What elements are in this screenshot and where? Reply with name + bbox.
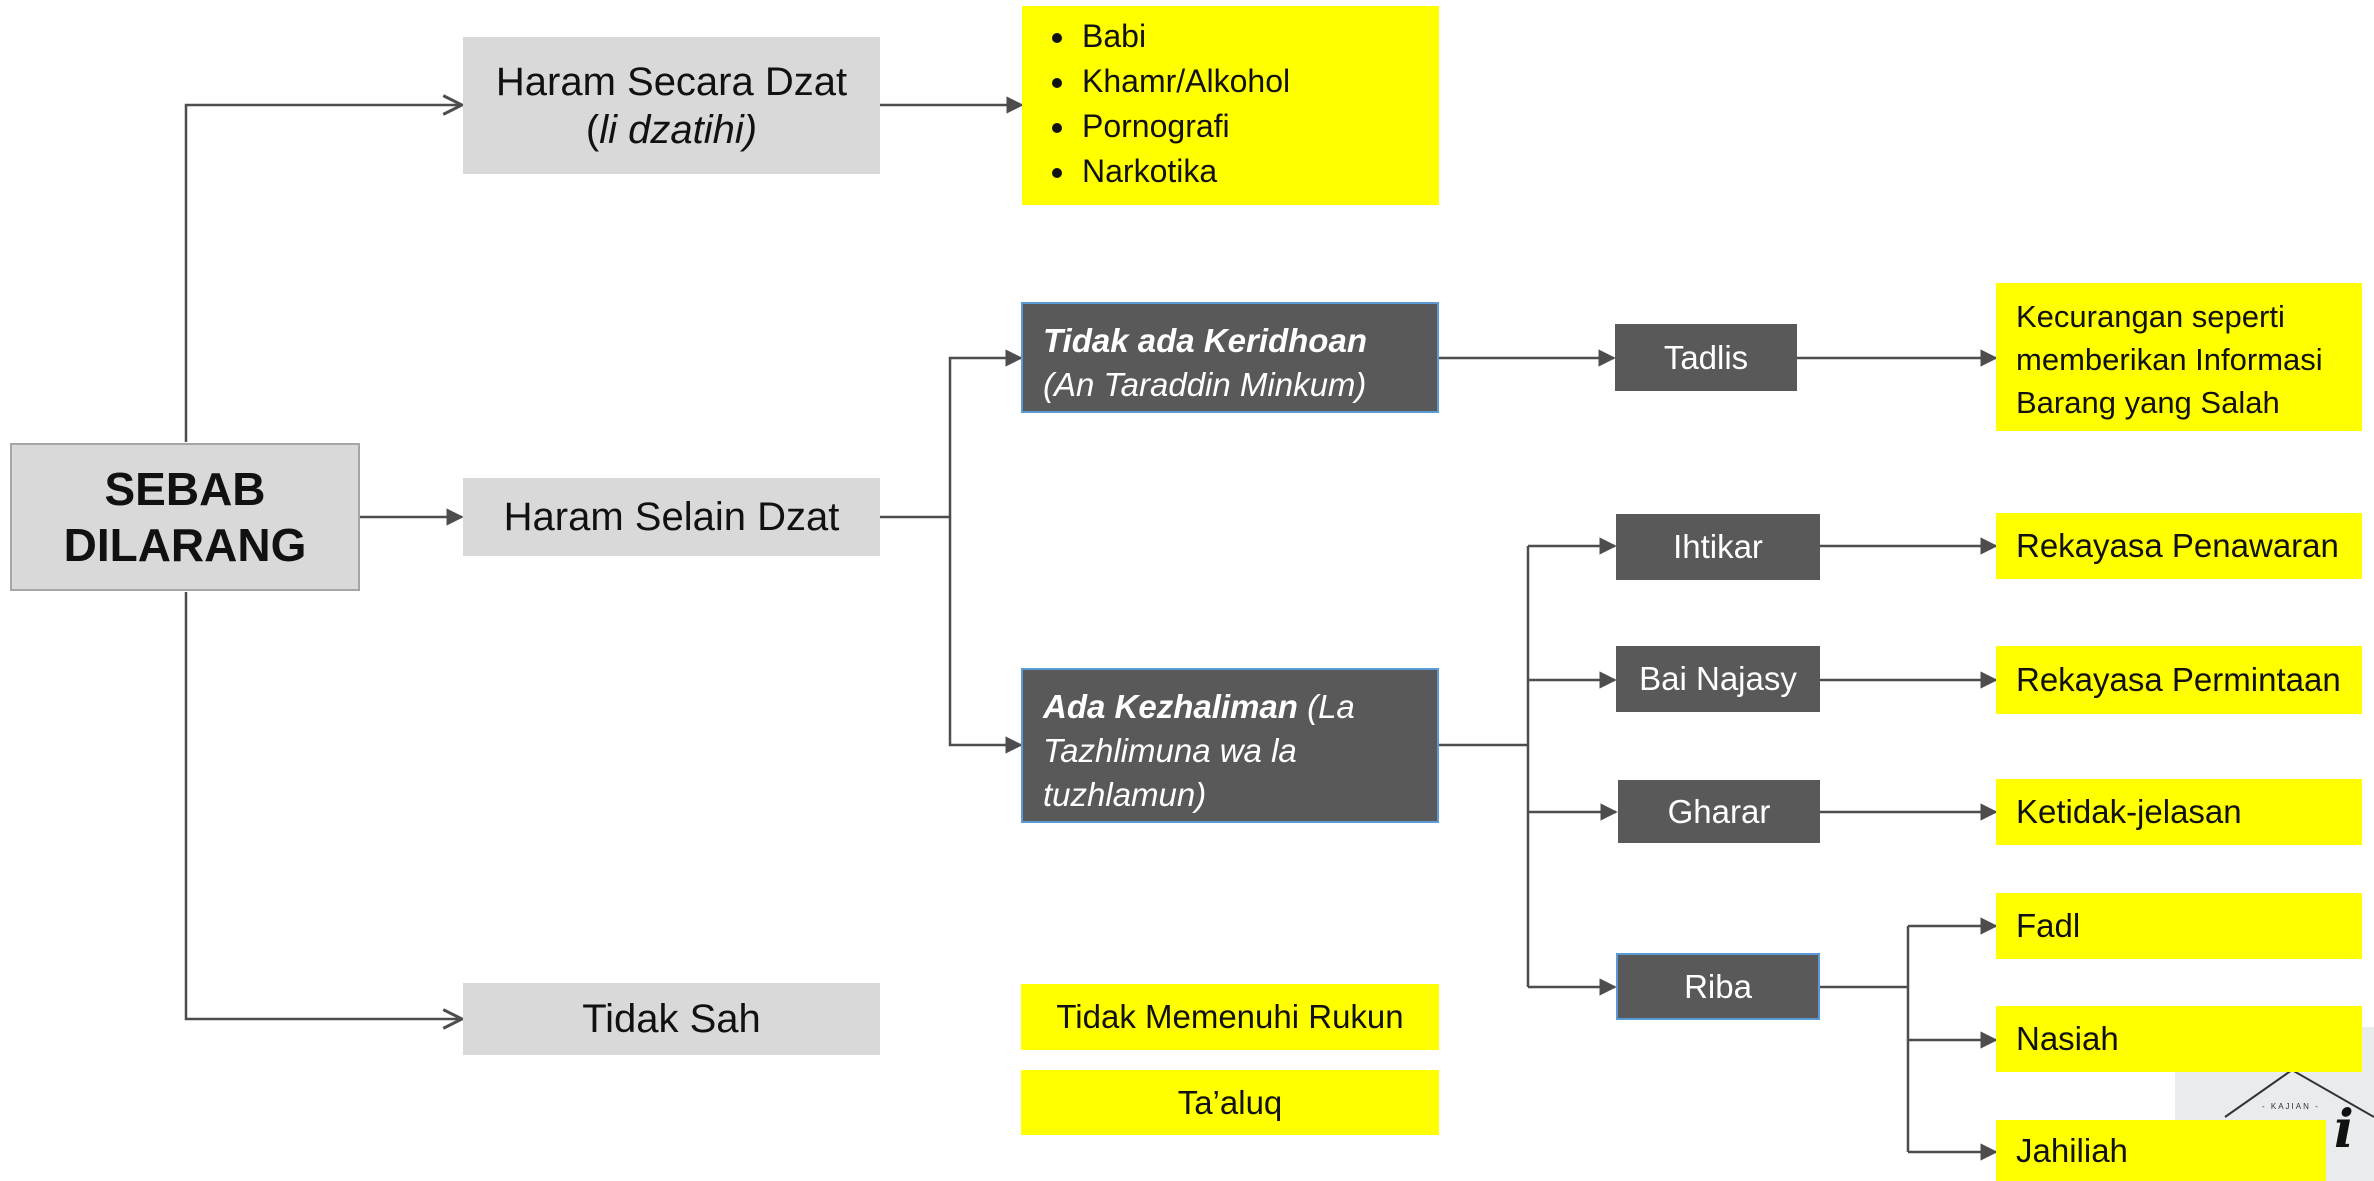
taaluq-box: Ta’aluq <box>1021 1070 1439 1135</box>
taaluq-label: Ta’aluq <box>1177 1083 1283 1121</box>
kezhaliman-node: Ada Kezhaliman (La Tazhlimuna wa la tuzh… <box>1021 668 1439 823</box>
tadlis-desc-line: Barang yang Salah <box>2016 385 2280 420</box>
logo-tag: - KAJIAN - <box>2262 1102 2320 1111</box>
gharar-desc: Ketidak-jelasan <box>2016 793 2242 830</box>
ihtikar-label: Ihtikar <box>1673 528 1763 565</box>
root-label-line1: SEBAB <box>104 463 266 515</box>
jahiliah-box: Jahiliah <box>1996 1120 2326 1181</box>
connector-selain-split <box>880 349 1023 519</box>
ihtikar-desc: Rekayasa Penawaran <box>2016 527 2339 564</box>
kezhaliman-subtitle: (La Tazhlimuna wa la tuzhlamun) <box>1043 687 1355 813</box>
jahiliah-label: Jahiliah <box>2016 1131 2128 1169</box>
nasiah-label: Nasiah <box>2016 1020 2119 1057</box>
tadlis-node: Tadlis <box>1615 324 1797 391</box>
haram-selain-node: Haram Selain Dzat <box>463 478 880 556</box>
list-item: Babi <box>1078 14 1439 59</box>
tidak-sah-node: Tidak Sah <box>463 983 880 1055</box>
tidak-memenuhi-rukun-label: Tidak Memenuhi Rukun <box>1056 998 1404 1035</box>
bai-najasy-desc: Rekayasa Permintaan <box>2016 661 2341 698</box>
fadl-label: Fadl <box>2016 907 2081 944</box>
bai-najasy-desc-box: Rekayasa Permintaan <box>1996 646 2362 714</box>
tadlis-label: Tadlis <box>1663 338 1749 376</box>
connector-root-haram-dzat <box>184 105 462 442</box>
tadlis-desc-line: Kecurangan seperti <box>2016 299 2285 334</box>
haram-dzat-label: Haram Secara Dzat <box>495 59 848 104</box>
kezhaliman-title: Ada Kezhaliman <box>1043 687 1298 725</box>
tadlis-desc-box: Kecurangan seperti memberikan Informasi … <box>1996 283 2362 431</box>
fadl-box: Fadl <box>1996 893 2362 959</box>
keridhoan-subtitle: (An Taraddin Minkum) <box>1043 365 1367 403</box>
keridhoan-title: Tidak ada Keridhoan <box>1043 321 1367 359</box>
logo-script: i <box>2334 1099 2354 1160</box>
connector-root-tidak-sah <box>184 592 462 1019</box>
riba-label: Riba <box>1684 967 1752 1005</box>
list-item: Pornografi <box>1078 104 1439 149</box>
riba-node: Riba <box>1616 953 1820 1020</box>
ihtikar-node: Ihtikar <box>1616 514 1820 580</box>
nasiah-box: Nasiah <box>1996 1006 2362 1072</box>
gharar-node: Gharar <box>1618 780 1820 843</box>
bai-najasy-label: Bai Najasy <box>1639 660 1797 697</box>
gharar-desc-box: Ketidak-jelasan <box>1996 779 2362 845</box>
haram-dzat-node: Haram Secara Dzat (li dzatihi) <box>463 37 880 174</box>
bai-najasy-node: Bai Najasy <box>1616 646 1820 712</box>
tidak-sah-label: Tidak Sah <box>582 997 761 1041</box>
root-node: SEBAB DILARANG <box>10 443 360 591</box>
ihtikar-desc-box: Rekayasa Penawaran <box>1996 513 2362 579</box>
haram-dzat-term: (li dzatihi) <box>585 107 758 152</box>
kezhaliman-text: Ada Kezhaliman (La Tazhlimuna wa la tuzh… <box>1043 685 1425 817</box>
tadlis-desc-line: memberikan Informasi <box>2016 342 2323 377</box>
tidak-memenuhi-rukun-box: Tidak Memenuhi Rukun <box>1021 984 1439 1050</box>
connector-selain-kezhaliman <box>948 517 1023 754</box>
root-label-line2: DILARANG <box>63 519 307 571</box>
gharar-label: Gharar <box>1667 792 1771 830</box>
list-item: Narkotika <box>1078 149 1439 194</box>
list-item: Khamr/Alkohol <box>1078 59 1439 104</box>
haram-dzat-list: Babi Khamr/Alkohol Pornografi Narkotika <box>1022 6 1439 205</box>
haram-selain-label: Haram Selain Dzat <box>503 495 840 539</box>
keridhoan-node: Tidak ada Keridhoan (An Taraddin Minkum) <box>1021 302 1439 413</box>
